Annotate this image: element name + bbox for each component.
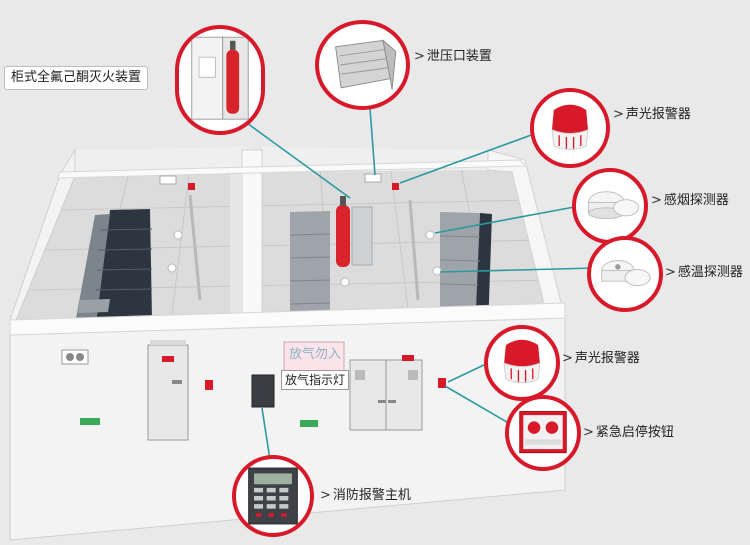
alarm-top-label: >声光报警器: [613, 106, 691, 124]
smoke-callout: [572, 168, 648, 244]
vent-icon: [335, 39, 397, 90]
heat-label: >感温探测器: [665, 264, 743, 282]
smoke-label: >感烟探测器: [651, 192, 729, 210]
alarm-icon: [503, 339, 541, 384]
heat-label-text: 感温探测器: [677, 265, 743, 280]
connector-lines: [239, 107, 596, 461]
heat-detector-icon: [601, 260, 651, 287]
cabinet-callout: [175, 25, 265, 135]
host-callout: [232, 455, 314, 537]
alarm-mid-label: >声光报警器: [562, 350, 640, 368]
host-label-text: 消防报警主机: [332, 488, 411, 503]
room-cylinder: [336, 196, 373, 267]
emergency-label-text: 紧急启停按钮: [595, 425, 674, 440]
smoke-label-text: 感烟探测器: [663, 193, 729, 208]
wall-fire-panel: [251, 374, 275, 408]
alarm-top-callout: [530, 88, 610, 168]
right-double-door: [349, 359, 423, 431]
smoke-detector-icon: [588, 191, 640, 219]
gas-release-sign: [283, 341, 345, 373]
emergency-label: >紧急启停按钮: [583, 424, 674, 442]
sign-top-text: 放气勿入: [289, 347, 342, 362]
fire-panel-icon: [248, 467, 298, 525]
alarm-mid-arrow: >: [562, 351, 573, 366]
alarm-mid-label-text: 声光报警器: [574, 351, 640, 366]
server-racks-left: [75, 209, 153, 324]
alarm-mid-callout: [484, 325, 560, 401]
left-door: [147, 340, 189, 441]
host-label: >消防报警主机: [320, 487, 411, 505]
alarm-top-arrow: >: [613, 107, 624, 122]
alarm-top-label-text: 声光报警器: [625, 107, 691, 122]
sign-bottom-text: 放气指示灯: [281, 370, 350, 390]
host-arrow: >: [320, 488, 331, 503]
cabinet-icon: [191, 36, 249, 120]
vent-label-text: 泄压口装置: [426, 49, 492, 64]
cabinet-label-text: 柜式全氟己酮灭火装置: [11, 70, 142, 85]
alarm-icon: [551, 104, 589, 151]
smoke-arrow: >: [651, 193, 662, 208]
heat-callout: [587, 236, 663, 312]
emergency-button-icon: [519, 411, 567, 454]
vent-label: >泄压口装置: [414, 48, 492, 66]
vent-callout: [315, 20, 410, 110]
vent-arrow: >: [414, 49, 425, 64]
cabinet-label: 柜式全氟己酮灭火装置: [4, 66, 149, 90]
emergency-callout: [505, 395, 581, 471]
heat-arrow: >: [665, 265, 676, 280]
server-racks-center: [289, 211, 331, 331]
emergency-arrow: >: [583, 425, 594, 440]
